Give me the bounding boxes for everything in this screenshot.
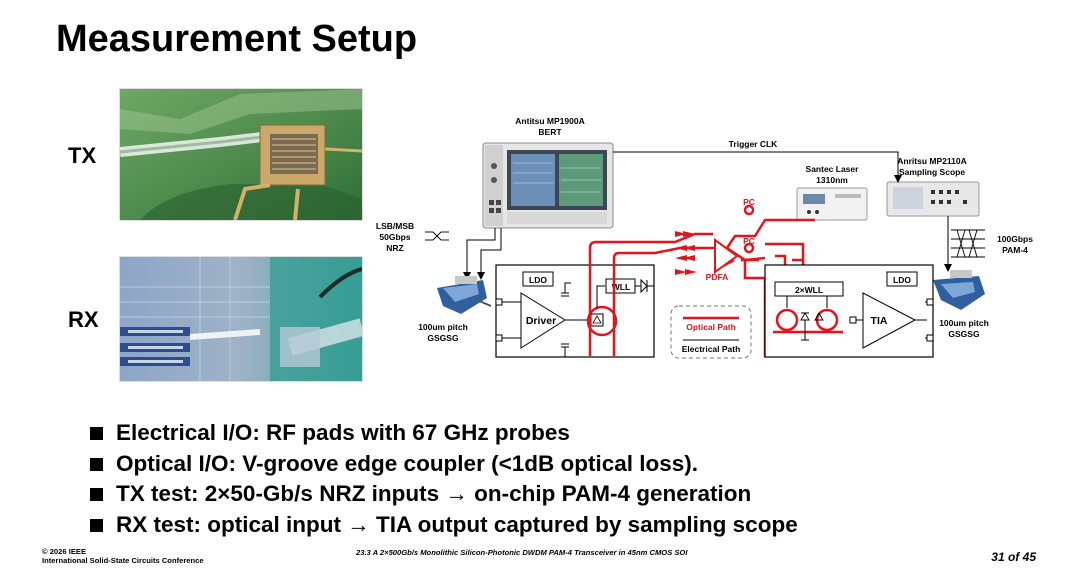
laser-instrument (796, 187, 868, 221)
scope-instrument (886, 181, 980, 217)
tx-label: TX (68, 143, 97, 168)
bert-instrument (482, 142, 614, 229)
pdfa-label: PDFA (706, 272, 729, 282)
bullet-item: Electrical I/O: RF pads with 67 GHz prob… (88, 418, 798, 449)
rx-ldo-label: LDO (893, 275, 911, 285)
legend-optical: Optical Path (686, 322, 736, 332)
right-probe-icon (920, 270, 985, 310)
pam-rate-label: 100Gbps (997, 234, 1033, 244)
tx-ldo-label: LDO (529, 275, 547, 285)
bullet-item: RX test: optical input → TIA output capt… (88, 510, 798, 541)
rx-chip-box (764, 264, 934, 358)
scope-sub: Sampling Scope (899, 167, 965, 177)
left-probe-type: GSGSG (427, 333, 459, 343)
lsb-rate-label: 50Gbps (379, 232, 410, 242)
optical-path (588, 204, 815, 358)
pc-top-label: PC (743, 197, 755, 207)
bullet-item: TX test: 2×50-Gb/s NRZ inputs → on-chip … (88, 479, 798, 510)
legend-electrical: Electrical Path (682, 344, 741, 354)
bullet-list: Electrical I/O: RF pads with 67 GHz prob… (88, 418, 798, 540)
bullet-item: Optical I/O: V-groove edge coupler (<1dB… (88, 449, 798, 480)
bullet-square-icon (90, 488, 103, 501)
laser-name: Santec Laser (806, 164, 860, 174)
bert-sub: BERT (538, 127, 562, 137)
left-probe-pitch: 100um pitch (418, 322, 468, 332)
measurement-diagram: Antitsu MP1900A BERT Trigger CLK Santec … (365, 108, 1045, 375)
bullet-square-icon (90, 457, 103, 471)
page-number: 31 of 45 (991, 550, 1036, 564)
trigger-label: Trigger CLK (729, 139, 779, 149)
footer-paper-title: 23.3 A 2×500Gb/s Monolithic Silicon-Phot… (356, 548, 688, 557)
tx-chip-box (495, 264, 655, 358)
pam-format-label: PAM-4 (1002, 245, 1028, 255)
bullet-square-icon (90, 518, 103, 532)
footer-conference: International Solid-State Circuits Confe… (42, 556, 204, 565)
driver-label: Driver (526, 315, 556, 327)
lsb-msb-label: LSB/MSB (376, 221, 414, 231)
bert-name: Antitsu MP1900A (515, 116, 584, 126)
left-probe-icon (437, 276, 492, 314)
footer-copyright: © 2026 IEEE (42, 547, 87, 556)
rx-label: RX (68, 307, 99, 332)
tx-photo (119, 88, 363, 221)
lsb-format-label: NRZ (386, 243, 403, 253)
right-probe-type: GSGSG (948, 329, 980, 339)
path-legend (670, 305, 752, 359)
right-probe-pitch: 100um pitch (939, 318, 989, 328)
slide-title: Measurement Setup (56, 18, 418, 60)
footer-copyright-block: © 2026 IEEE International Solid-State Ci… (42, 547, 204, 565)
pam4-eye-icon (951, 229, 985, 258)
laser-wavelength: 1310nm (816, 175, 848, 185)
rx-photo (119, 256, 363, 382)
tx-wll-label: WLL (612, 282, 630, 292)
tia-label: TIA (871, 315, 888, 327)
nrz-eye-icon (425, 231, 449, 241)
rx-wll-label: 2×WLL (795, 285, 823, 295)
scope-name: Anritsu MP2110A (897, 156, 966, 166)
pc-mid-label: PC (743, 236, 755, 246)
bullet-square-icon (90, 427, 103, 440)
